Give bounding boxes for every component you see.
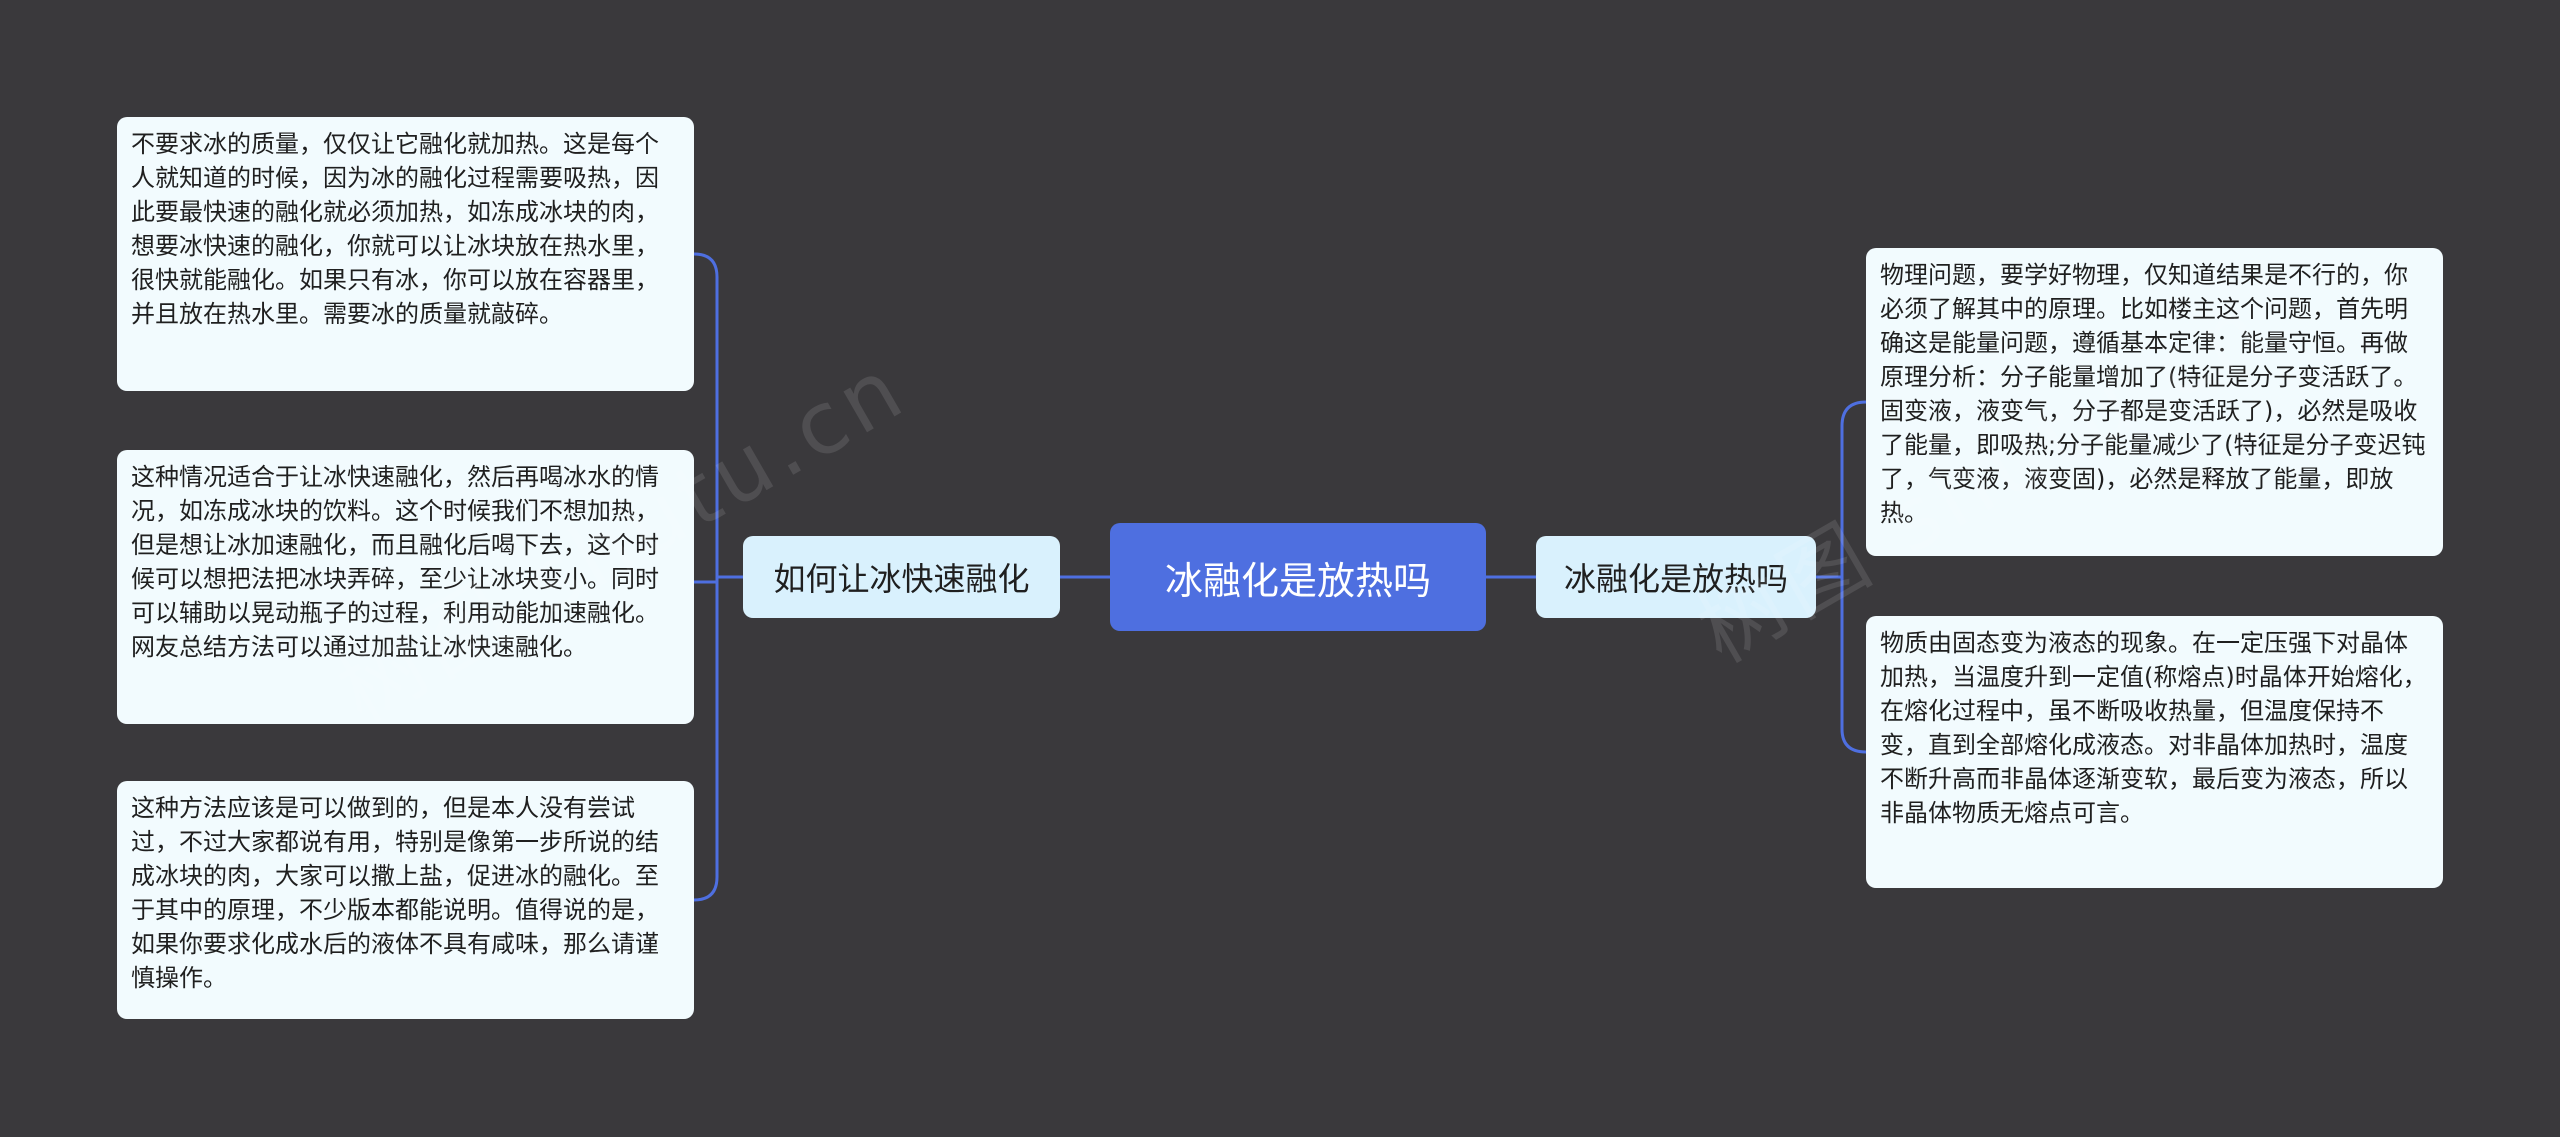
leaf-text: 不要求冰的质量，仅仅让它融化就加热。这是每个人就知道的时候，因为冰的融化过程需要… xyxy=(131,130,659,328)
leaf-text: 这种方法应该是可以做到的，但是本人没有尝试过，不过大家都说有用，特别是像第一步所… xyxy=(131,794,659,992)
branch-right-label: 冰融化是放热吗 xyxy=(1563,560,1788,598)
branch-left-label: 如何让冰快速融化 xyxy=(773,560,1030,598)
leaf-node-left-2[interactable]: 这种情况适合于让冰快速融化，然后再喝冰水的情况，如冻成冰块的饮料。这个时候我们不… xyxy=(117,450,694,724)
leaf-node-left-1[interactable]: 不要求冰的质量，仅仅让它融化就加热。这是每个人就知道的时候，因为冰的融化过程需要… xyxy=(117,117,694,391)
leaf-node-left-3[interactable]: 这种方法应该是可以做到的，但是本人没有尝试过，不过大家都说有用，特别是像第一步所… xyxy=(117,781,694,1019)
leaf-text: 物理问题，要学好物理，仅知道结果是不行的，你必须了解其中的原理。比如楼主这个问题… xyxy=(1880,261,2426,527)
connector-left-bracket xyxy=(692,252,745,902)
branch-node-left[interactable]: 如何让冰快速融化 xyxy=(743,536,1060,618)
root-node[interactable]: 冰融化是放热吗 xyxy=(1110,523,1486,631)
branch-node-right[interactable]: 冰融化是放热吗 xyxy=(1536,536,1816,618)
leaf-node-right-1[interactable]: 物理问题，要学好物理，仅知道结果是不行的，你必须了解其中的原理。比如楼主这个问题… xyxy=(1866,248,2443,556)
leaf-text: 物质由固态变为液态的现象。在一定压强下对晶体加热，当温度升到一定值(称熔点)时晶… xyxy=(1880,629,2427,827)
leaf-text: 这种情况适合于让冰快速融化，然后再喝冰水的情况，如冻成冰块的饮料。这个时候我们不… xyxy=(131,463,659,661)
leaf-node-right-2[interactable]: 物质由固态变为液态的现象。在一定压强下对晶体加热，当温度升到一定值(称熔点)时晶… xyxy=(1866,616,2443,888)
connector-right-bracket xyxy=(1814,400,1868,754)
root-label: 冰融化是放热吗 xyxy=(1164,558,1431,603)
